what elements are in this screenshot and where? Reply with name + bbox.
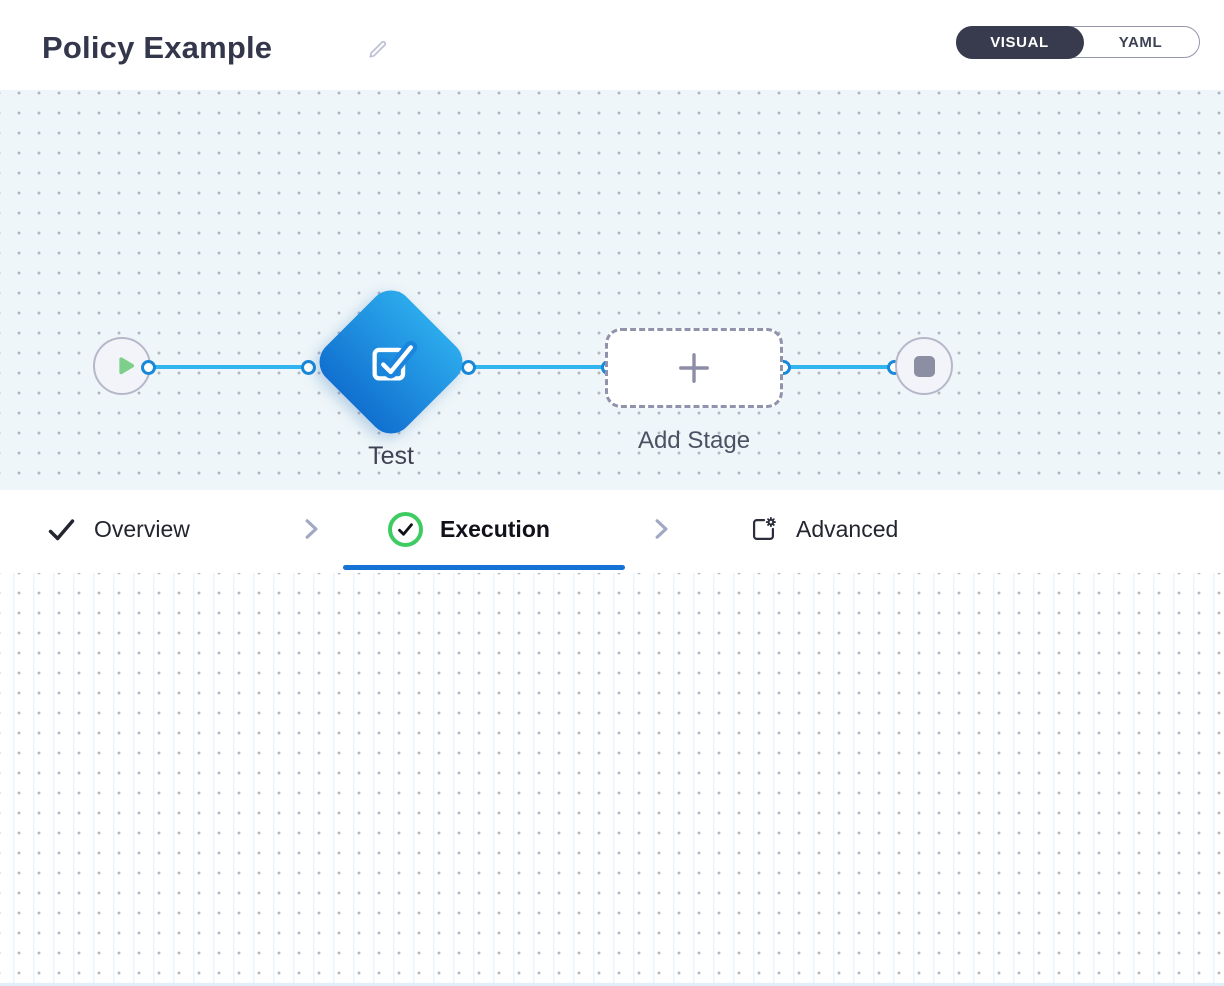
stage-node-test[interactable] xyxy=(310,281,472,443)
play-icon xyxy=(112,353,138,379)
tab-advanced[interactable]: Advanced xyxy=(748,490,898,568)
add-stage-label: Add Stage xyxy=(637,427,751,454)
stage-label: Test xyxy=(368,442,414,470)
toggle-yaml-label: YAML xyxy=(1118,33,1163,51)
connector-edge xyxy=(775,359,902,375)
execution-step-canvas[interactable]: </> Echo Add step xyxy=(0,573,1224,986)
stage-config-tabs: Overview Execution Advance xyxy=(0,490,1224,573)
pencil-icon xyxy=(366,40,389,65)
settings-box-icon xyxy=(748,514,779,545)
check-icon xyxy=(46,514,77,545)
chevron-right-icon xyxy=(298,490,324,568)
tab-execution[interactable]: Execution xyxy=(388,490,550,568)
check-circle-icon xyxy=(388,511,423,547)
tab-advanced-label: Advanced xyxy=(796,515,899,542)
connector-edge xyxy=(460,359,616,375)
page-header: Policy Example VISUAL YAML xyxy=(0,0,1224,90)
stage-end-node xyxy=(895,337,953,395)
approval-check-icon xyxy=(360,331,422,393)
tab-overview-label: Overview xyxy=(94,515,190,542)
page-title: Policy Example xyxy=(42,30,273,65)
stage-canvas[interactable]: Test Add Stage xyxy=(0,90,1224,490)
stop-icon xyxy=(913,355,935,377)
tab-overview[interactable]: Overview xyxy=(46,490,190,568)
toggle-visual[interactable]: VISUAL xyxy=(955,25,1084,59)
chevron-right-icon xyxy=(648,490,674,568)
tab-execution-label: Execution xyxy=(440,515,550,542)
plus-icon xyxy=(676,350,712,386)
toggle-visual-label: VISUAL xyxy=(990,33,1049,51)
edit-title-button[interactable] xyxy=(366,38,389,66)
toggle-yaml[interactable]: YAML xyxy=(1082,27,1199,57)
add-stage-button[interactable] xyxy=(605,328,783,408)
visual-yaml-toggle: VISUAL YAML xyxy=(955,25,1200,59)
active-tab-indicator xyxy=(343,565,625,570)
connector-edge xyxy=(140,359,316,375)
